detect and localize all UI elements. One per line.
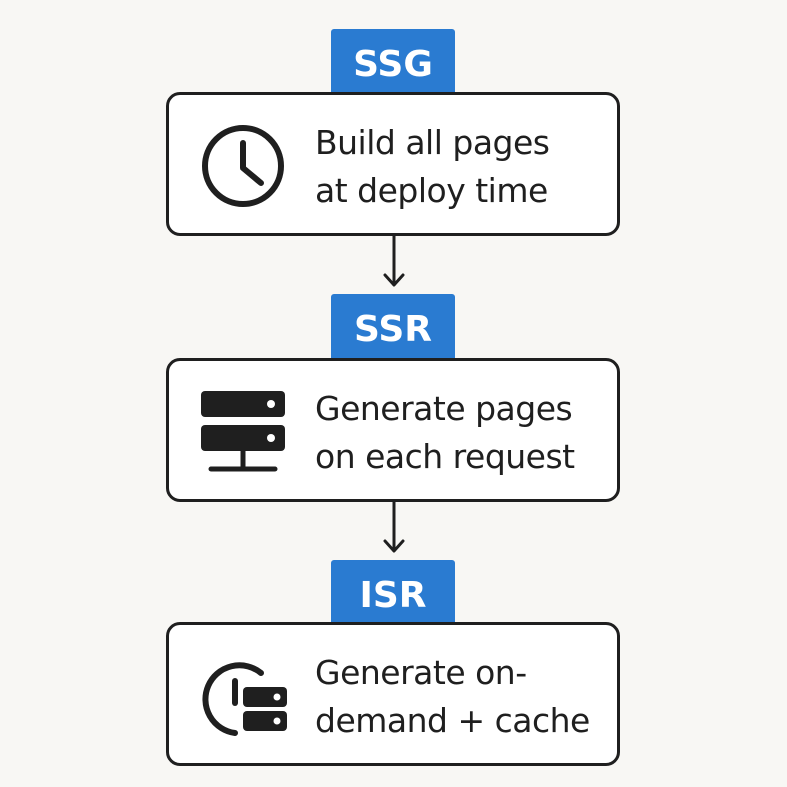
stage-text-line-2: on each request [315, 437, 575, 476]
badge-isr: ISR [331, 560, 455, 630]
stage-description: Generate on- demand + cache [315, 647, 615, 747]
badge-ssg: SSG [331, 29, 455, 99]
stage-text-line-2: demand + cache [315, 701, 590, 740]
server-icon [201, 391, 285, 472]
stage-text-line-2: at deploy time [315, 171, 548, 210]
stage-description: Build all pages at deploy time [315, 117, 615, 217]
stage-description: Generate pages on each request [315, 383, 615, 483]
stage-card-isr: Generate on- demand + cache [166, 622, 620, 766]
badge-ssr: SSR [331, 294, 455, 364]
arrow-down-icon [383, 236, 405, 287]
arrow-down-icon [383, 502, 405, 553]
stage-text-line-1: Generate pages [315, 389, 573, 428]
stage-text-line-1: Build all pages [315, 123, 550, 162]
stage-card-ssg: Build all pages at deploy time [166, 92, 620, 236]
stage-text-line-1: Generate on- [315, 653, 527, 692]
clock-icon [202, 125, 284, 207]
clock-server-icon [202, 662, 287, 736]
stage-card-ssr: Generate pages on each request [166, 358, 620, 502]
